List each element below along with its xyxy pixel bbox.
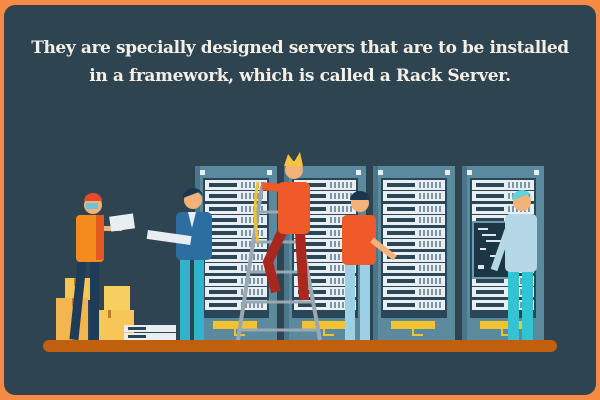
worker-with-tablet [69, 193, 135, 341]
caption-line-2: in a framework, which is called a Rack S… [89, 66, 511, 86]
tablet [109, 213, 135, 232]
worker-at-rack [342, 191, 397, 340]
floor [43, 340, 557, 352]
server-unit-held [146, 229, 192, 246]
worker-on-ladder [261, 152, 310, 301]
server-unit-on-floor [124, 325, 176, 340]
worker-at-monitor [490, 190, 537, 340]
cable-coil [253, 181, 260, 243]
caption-line-1: They are specially designed servers that… [31, 38, 569, 58]
worker-in-suit [146, 187, 212, 340]
caption: They are specially designed servers that… [4, 34, 596, 90]
